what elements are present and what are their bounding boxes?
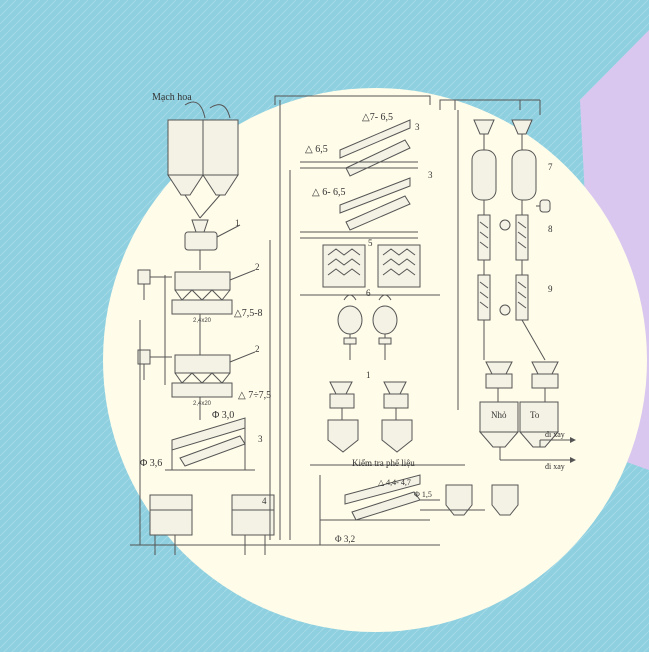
- bag-1: [445, 484, 473, 516]
- tank-4b: [231, 494, 275, 536]
- large-bin-label: To: [530, 410, 540, 420]
- screen-3-mid: [339, 177, 411, 214]
- small-bin-label: Nhỏ: [491, 410, 507, 420]
- diagram-lines: [130, 95, 570, 555]
- screen-b-label: △ 7÷7,5: [238, 390, 271, 401]
- column-9-right: [515, 274, 529, 321]
- screen-h-label: △ 4,4- 4,7: [378, 478, 411, 487]
- waste-check-label: Kiểm tra phế liệu: [352, 458, 415, 468]
- box-5a: [322, 244, 366, 288]
- ref-number: 2: [255, 344, 260, 354]
- ref-number: 8: [548, 224, 553, 234]
- ref-number: 4: [262, 496, 267, 506]
- to-mill-label-1: đi xay: [545, 430, 565, 439]
- ref-number: 1: [366, 370, 371, 380]
- column-8-left: [477, 214, 491, 261]
- feeder-1: [184, 231, 218, 251]
- screen-d-label: Φ 3,6: [140, 458, 162, 469]
- ref-number: 3: [428, 170, 433, 180]
- ref-number: 2: [255, 262, 260, 272]
- ref-number: 9: [548, 284, 553, 294]
- arrowheads: [570, 437, 576, 463]
- sieve-size-1: 2,4x20: [193, 318, 212, 324]
- ref-number: 3: [415, 122, 420, 132]
- screen-j-label: Φ 3,2: [335, 534, 355, 544]
- column-7-right: [511, 149, 537, 201]
- screen-g-label: △ 6- 6,5: [312, 187, 346, 198]
- screen-3-top: [339, 119, 411, 159]
- bag-2: [491, 484, 519, 516]
- to-mill-label-2: đi xay: [545, 462, 565, 471]
- labels: Mạch hoa △7,5-8 △ 7÷7,5 Φ 3,0 Φ 3,6 △7- …: [140, 92, 565, 544]
- bin-left: [327, 419, 359, 453]
- ref-number: 6: [366, 288, 371, 298]
- column-8-right: [515, 214, 529, 261]
- screen-c-label: Φ 3,0: [212, 410, 234, 421]
- screen-f-label: △ 6,5: [305, 144, 328, 155]
- column-7-left: [471, 149, 497, 201]
- screen-e-label: △7- 6,5: [362, 112, 393, 123]
- feeder-1b-right: [383, 393, 409, 409]
- ref-number: 3: [258, 434, 263, 444]
- ref-number: 7: [548, 162, 553, 172]
- screen-i-label: Φ 1,5: [414, 490, 432, 499]
- box-5b: [377, 244, 421, 288]
- screen-3-bottom: [344, 474, 421, 505]
- bin-large: [519, 401, 559, 433]
- screen-a-label: △7,5-8: [234, 308, 263, 319]
- sifter-upper: [174, 271, 231, 291]
- silo-hopper-left: [167, 174, 204, 196]
- ref-number: 5: [368, 238, 373, 248]
- bin-right: [381, 419, 413, 453]
- column-9-left: [477, 274, 491, 321]
- raw-input-label: Mạch hoa: [152, 92, 192, 103]
- silo-hopper-right: [202, 174, 239, 196]
- ref-number: 1: [235, 218, 240, 228]
- sieve-size-2: 2,4x20: [193, 401, 212, 407]
- feeder-1b-left: [329, 393, 355, 409]
- sifter-lower: [174, 354, 231, 374]
- tank-4a: [149, 494, 193, 536]
- bin-small: [479, 401, 519, 433]
